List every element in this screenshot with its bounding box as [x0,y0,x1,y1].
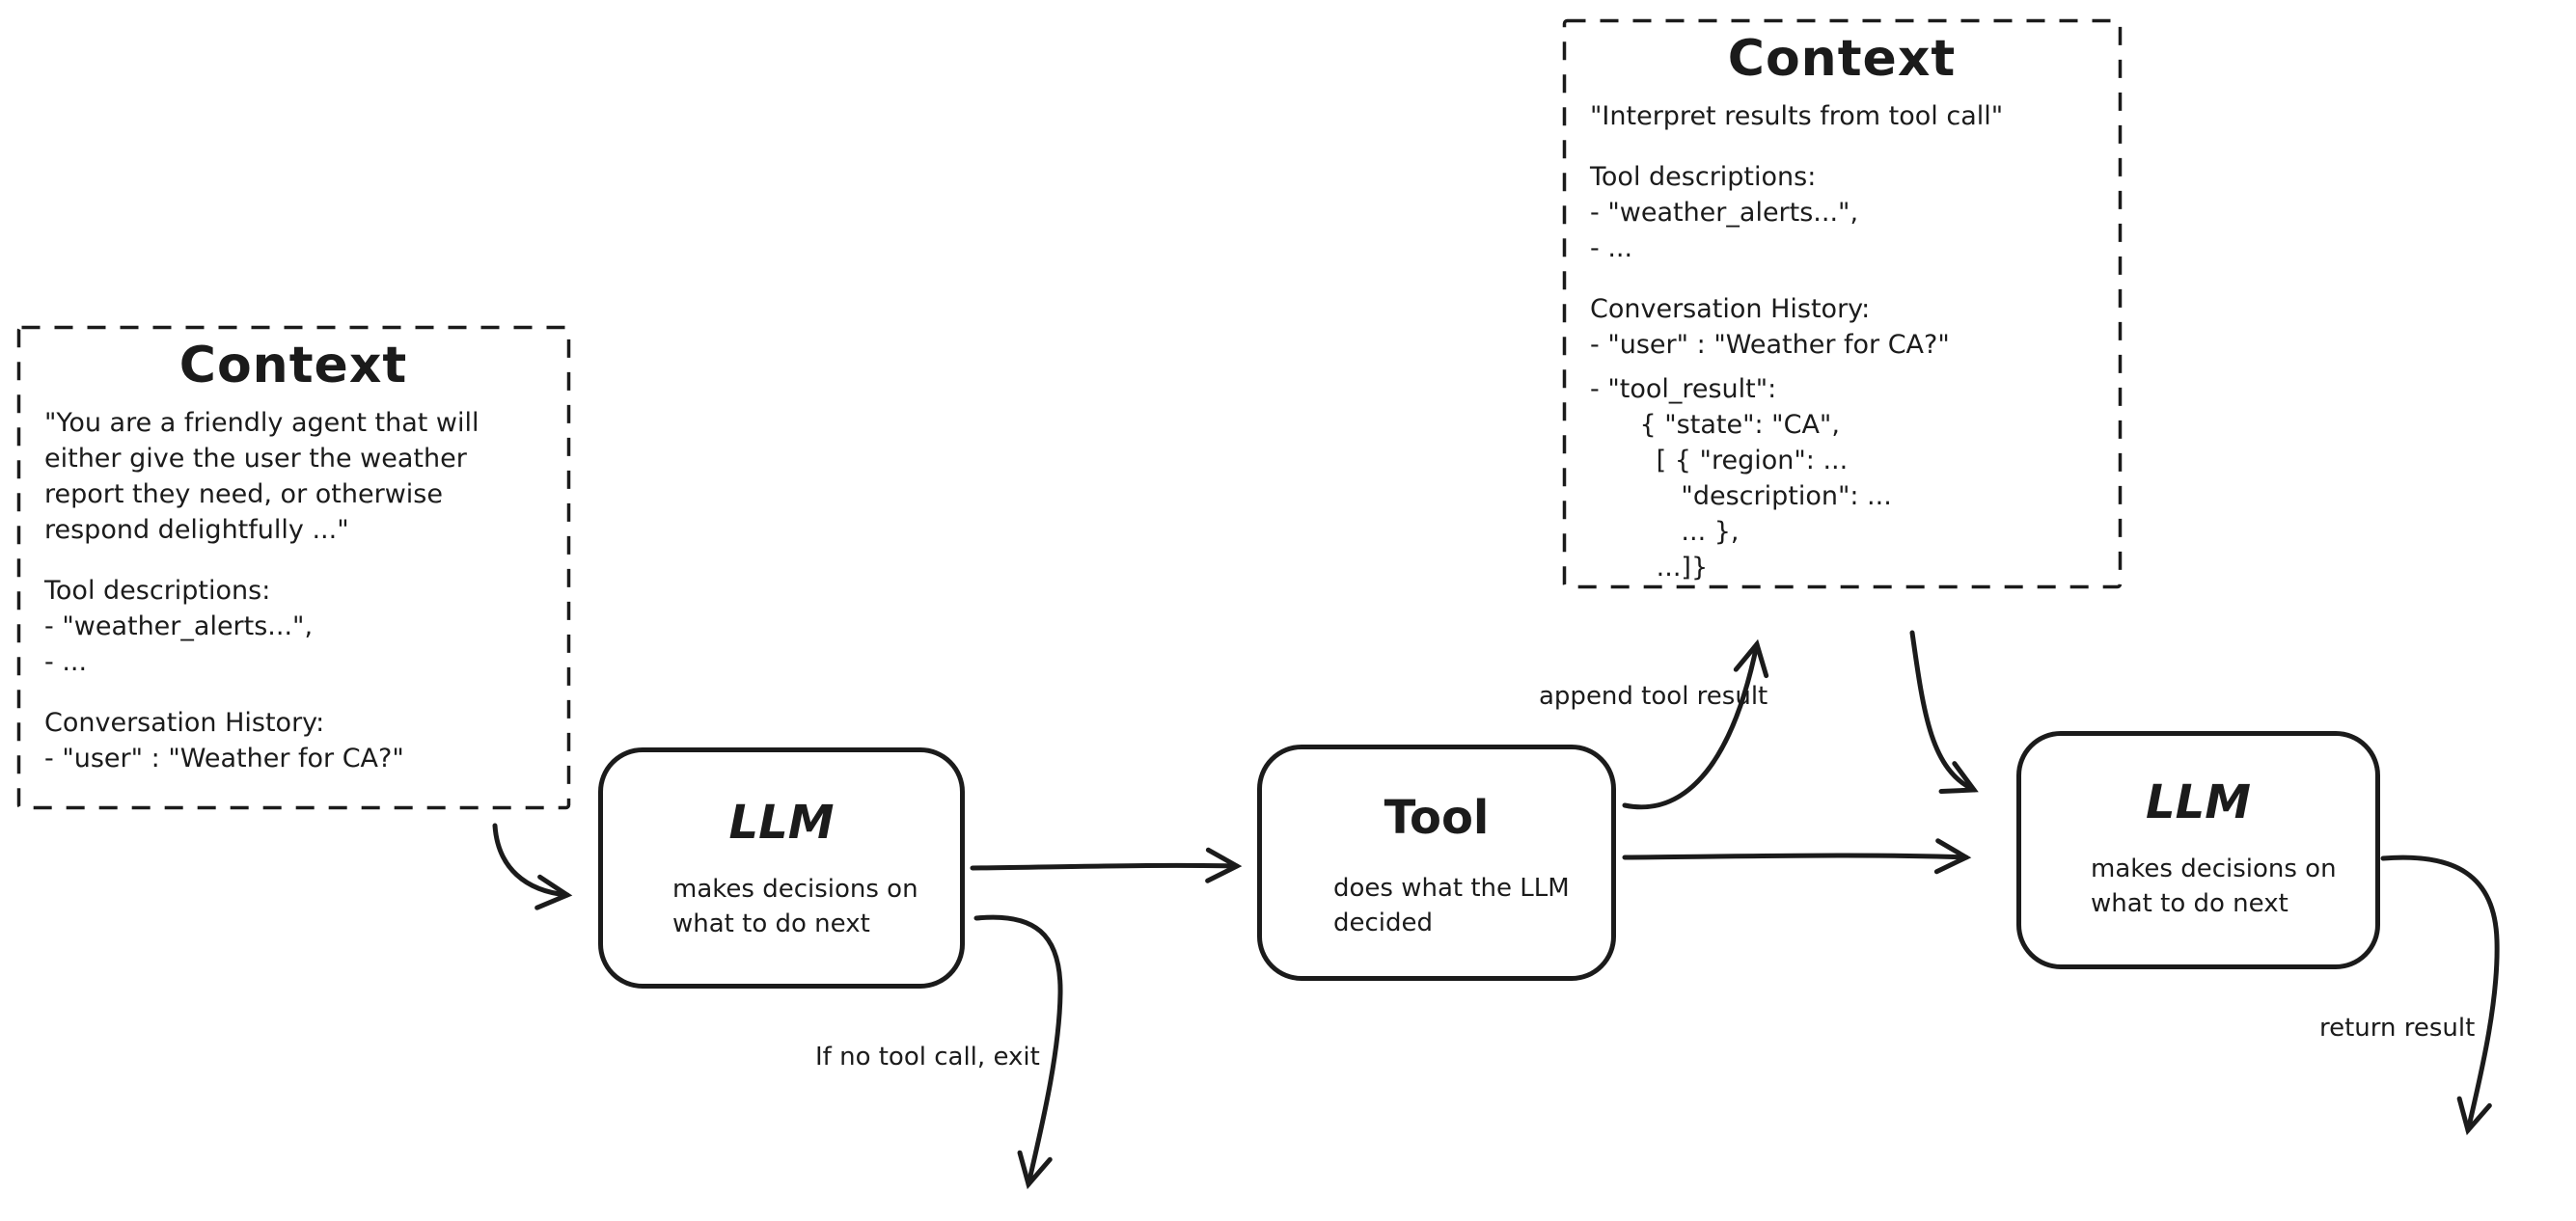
system-prompt-line: either give the user the weather [44,444,467,474]
node-subtitle-line: makes decisions on [2091,855,2337,883]
node-subtitle-line: does what the LLM [1333,874,1570,903]
tool-result-line: ... }, [1590,517,1740,547]
node-subtitle: makes decisions on what to do next [603,872,960,941]
node-subtitle-line: decided [1333,909,1434,937]
edge-label-no-tool-call-exit: If no tool call, exit [815,1043,1040,1072]
system-prompt-line: report they need, or otherwise [44,479,443,509]
tool-descriptions-heading: Tool descriptions: [1590,162,1817,192]
tool-descriptions-heading: Tool descriptions: [44,576,271,606]
node-subtitle-line: what to do next [2091,889,2288,918]
context-right-border [1562,18,2123,589]
tool-description-item: - ... [44,647,88,677]
context-left-border [16,325,571,810]
tool-result-line: - "tool_result": [1590,374,1777,404]
system-prompt-line: respond delightfully ..." [44,515,349,545]
node-subtitle: does what the LLM decided [1262,871,1611,940]
history-item: - "user" : "Weather for CA?" [44,744,404,773]
node-subtitle-line: what to do next [672,909,870,938]
system-prompt-line: "You are a friendly agent that will [44,408,480,438]
edge-label-append-tool-result: append tool result [1539,682,1768,711]
tool-description-item: - "weather_alerts...", [1590,198,1859,228]
tool-description-item: - ... [1590,233,1633,263]
node-subtitle: makes decisions on what to do next [2021,852,2375,921]
arrow-context-left-to-llm1 [492,823,573,910]
tool-result-line: [ { "region": ... [1590,446,1849,475]
edge-label-return-result: return result [2319,1014,2476,1043]
arrow-tool-to-context-right [1622,638,1769,810]
context-left-title: Context [178,337,408,394]
arrow-tool-to-llm2 [1622,838,1972,875]
context-right-title: Context [1727,30,1957,88]
arrow-llm1-exit [973,914,1063,1190]
node-llm-1: LLM makes decisions on what to do next [598,747,965,989]
tool-result-line: "description": ... [1590,481,1892,511]
arrow-llm2-return-result [2380,855,2500,1136]
spacer [1590,266,2094,291]
context-box-right: Context "Interpret results from tool cal… [1563,19,2121,588]
history-item: - "user" : "Weather for CA?" [1590,330,1950,360]
history-heading: Conversation History: [44,708,325,738]
tool-description-item: - "weather_alerts...", [44,611,314,641]
history-heading: Conversation History: [1590,294,1871,324]
spacer [44,680,542,705]
node-title: LLM [2146,775,2251,829]
spacer [44,548,542,573]
context-box-left: Context "You are a friendly agent that w… [17,326,569,808]
tool-result-line: ...]} [1590,553,1709,583]
arrow-context-right-to-llm2 [1909,630,1979,794]
node-tool: Tool does what the LLM decided [1257,745,1616,981]
arrow-llm1-to-tool [970,847,1243,883]
spacer [1590,134,2094,159]
instruction-line: "Interpret results from tool call" [1590,101,2004,131]
node-llm-2: LLM makes decisions on what to do next [2016,731,2380,969]
node-title: LLM [728,796,835,850]
node-subtitle-line: makes decisions on [672,875,918,904]
node-title: Tool [1384,791,1490,845]
tool-result-line: { "state": "CA", [1590,410,1840,440]
spacer [1590,363,2094,371]
